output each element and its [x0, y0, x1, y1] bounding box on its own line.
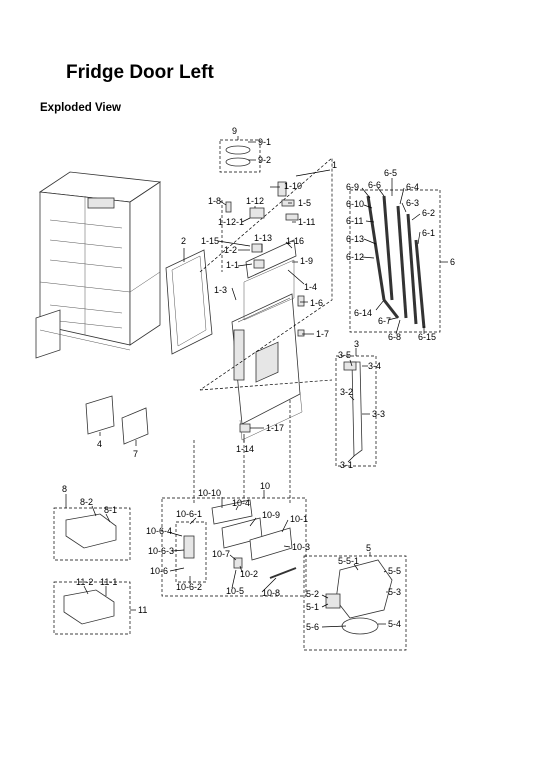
callout-5: 5 [366, 543, 371, 553]
callout-5-6: 5-6 [306, 622, 319, 632]
callout-6-10: 6-10 [346, 199, 364, 209]
callout-10-6-3: 10-6-3 [148, 546, 174, 556]
callout-1-7: 1-7 [316, 329, 329, 339]
part-11-box [53, 581, 131, 635]
callout-10-5: 10-5 [226, 586, 244, 596]
callout-10-4: 10-4 [232, 498, 250, 508]
callout-2: 2 [181, 236, 186, 246]
callout-1-1: 1-1 [226, 260, 239, 270]
callout-9-1: 9-1 [258, 137, 271, 147]
callout-10-6: 10-6 [150, 566, 168, 576]
page-title: Fridge Door Left [66, 62, 214, 83]
callout-6-11: 6-11 [346, 216, 363, 226]
explode-envelope-lines [193, 157, 333, 505]
callout-10-7: 10-7 [212, 549, 230, 559]
callout-6-12: 6-12 [346, 252, 364, 262]
callout-5-5: 5-5 [388, 566, 401, 576]
callout-5-2: 5-2 [306, 589, 319, 599]
callout-10: 10 [260, 481, 270, 491]
callout-1-4: 1-4 [304, 282, 317, 292]
callout-10-1: 10-1 [290, 514, 308, 524]
refrigerator-illustration [35, 171, 162, 359]
callout-5-3: 5-3 [388, 587, 401, 597]
callout-8-2: 8-2 [80, 497, 93, 507]
callout-1-6: 1-6 [310, 298, 323, 308]
callout-6-14: 6-14 [354, 308, 372, 318]
callout-1-11: 1-11 [298, 217, 315, 227]
callout-11-1: 11-1 [100, 577, 117, 587]
callout-1-15: 1-15 [201, 236, 219, 246]
callout-6-7: 6-7 [378, 316, 391, 326]
door-gasket [165, 249, 213, 355]
callout-7: 7 [133, 449, 138, 459]
callout-6-1: 6-1 [422, 228, 435, 238]
callout-6-3: 6-3 [406, 198, 419, 208]
callout-10-10: 10-10 [198, 488, 221, 498]
callout-10-9: 10-9 [262, 510, 280, 520]
callout-10-8: 10-8 [262, 588, 280, 598]
callout-10-6-4: 10-6-4 [146, 526, 172, 536]
callout-11: 11 [138, 605, 147, 615]
callout-1-8: 1-8 [208, 196, 221, 206]
callout-1-14: 1-14 [236, 444, 254, 454]
callout-1: 1 [332, 160, 337, 170]
callout-11-2: 11-2 [76, 577, 93, 587]
callout-5-1: 5-1 [306, 602, 319, 612]
callout-6-13: 6-13 [346, 234, 364, 244]
callout-10-6-2: 10-6-2 [176, 582, 202, 592]
callout-8-1: 8-1 [104, 505, 117, 515]
callout-1-10: 1-10 [284, 181, 302, 191]
door-assembly [231, 239, 303, 441]
callout-10-3: 10-3 [292, 542, 310, 552]
callout-10-6-1: 10-6-1 [176, 509, 202, 519]
callout-9: 9 [232, 126, 237, 136]
callout-10-2: 10-2 [240, 569, 258, 579]
callout-6-8: 6-8 [388, 332, 401, 342]
page-subtitle: Exploded View [40, 102, 121, 114]
callout-3-4: 3-4 [368, 361, 381, 371]
callout-1-17: 1-17 [266, 423, 284, 433]
callout-6: 6 [450, 257, 455, 267]
callout-3-3: 3-3 [372, 409, 385, 419]
leader-lines [65, 136, 448, 628]
callout-1-12: 1-12 [246, 196, 264, 206]
callout-6-2: 6-2 [422, 208, 435, 218]
part-9-box [219, 139, 261, 173]
part-6-box [349, 189, 441, 333]
callout-1-2: 1-2 [224, 245, 237, 255]
part-8-box [53, 507, 131, 561]
callout-1-9: 1-9 [300, 256, 313, 266]
part-3-handle [335, 355, 377, 467]
part-5-box [303, 555, 407, 651]
callout-6-9: 6-9 [346, 182, 359, 192]
callout-5-4: 5-4 [388, 619, 401, 629]
part-10-box [161, 497, 307, 597]
callout-6-4: 6-4 [406, 182, 419, 192]
callout-1-5: 1-5 [298, 198, 311, 208]
callout-3: 3 [354, 339, 359, 349]
callout-1-12-1: 1-12-1 [218, 217, 244, 227]
callout-4: 4 [97, 439, 102, 449]
callout-3-2: 3-2 [340, 387, 353, 397]
callout-6-5: 6-5 [384, 168, 397, 178]
callout-1-16: 1-16 [286, 236, 304, 246]
callout-1-13: 1-13 [254, 233, 272, 243]
callout-9-2: 9-2 [258, 155, 271, 165]
callout-1-3: 1-3 [214, 285, 227, 295]
callout-5-5-1: 5-5-1 [338, 556, 359, 566]
callout-labels: 9 9-1 9-2 1 1-8 1-10 1-5 1-12 1-12-1 1-1… [62, 126, 455, 632]
callout-3-1: 3-1 [340, 460, 353, 470]
callout-6-6: 6-6 [368, 180, 381, 190]
callout-3-5: 3-5 [338, 350, 351, 360]
callout-6-15: 6-15 [418, 332, 436, 342]
callout-8: 8 [62, 484, 67, 494]
parts-4-7 [85, 395, 149, 445]
